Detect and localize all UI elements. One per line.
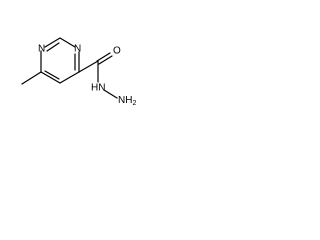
bond-n1-c2-inner [46,42,60,52]
bond-c4-carbonyl [78,60,99,73]
atom-nh2-main: NH [118,95,132,106]
atom-nh2: NH2 [118,95,136,107]
bond-n1-c2 [44,37,61,48]
bond-c4-c5 [59,71,80,84]
bond-c2-n3 [59,37,76,48]
atom-o: O [113,46,121,57]
atom-n3: N [74,44,81,55]
bonds [21,37,118,99]
bond-methyl-c6 [21,71,42,85]
atom-hn: HN [91,83,105,94]
bond-c6-c5 [40,71,61,84]
atom-nh2-subscript: 2 [132,100,136,107]
bond-c6-c5-inner [44,70,60,80]
bond-nh-nh2 [103,89,118,99]
bond-carbonyl-o [96,52,111,62]
chemical-structure-diagram: N N O HN NH2 [21,37,136,107]
bond-carbonyl-o-second [98,55,113,65]
atom-labels: N N O HN NH2 [38,44,136,107]
atom-n1: N [38,44,45,55]
